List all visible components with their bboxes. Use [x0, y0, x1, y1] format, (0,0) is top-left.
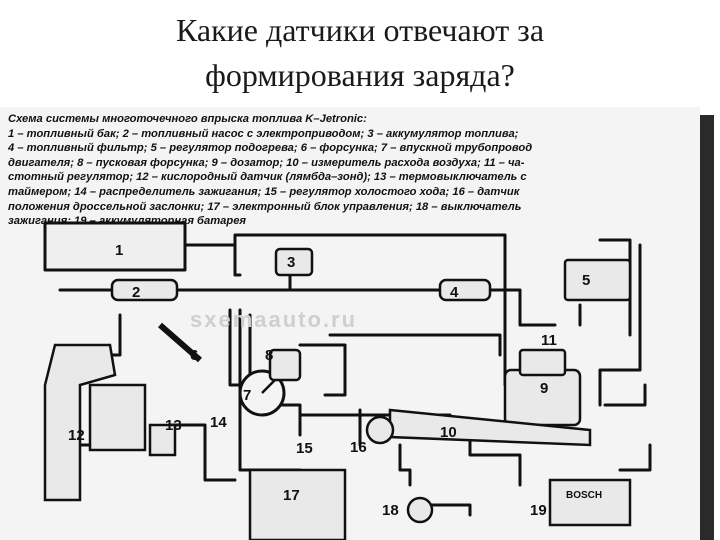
label-12: 12 — [68, 427, 85, 444]
title-line-2: формирования заряда? — [205, 57, 515, 93]
caption-line: положения дроссельной заслонки; 17 – эле… — [8, 200, 522, 213]
diagram-caption: Схема системы многоточечного впрыска топ… — [8, 112, 692, 229]
label-4: 4 — [450, 284, 459, 301]
title-line-1: Какие датчики отвечают за — [175, 12, 545, 48]
label-10: 10 — [440, 424, 457, 441]
label-16: 16 — [350, 439, 367, 456]
label-18: 18 — [382, 502, 399, 519]
watermark-text: sxemaauto.ru — [190, 307, 357, 332]
fuel-injection-schematic: sxemaauto.ru 1 2 3 4 5 6 7 8 9 10 11 12 … — [43, 221, 652, 540]
label-9: 9 — [540, 380, 548, 397]
label-11: 11 — [541, 332, 557, 349]
label-14: 14 — [210, 414, 227, 431]
caption-line: таймером; 14 – распределитель зажигания;… — [8, 185, 520, 198]
label-1: 1 — [115, 242, 123, 259]
label-5: 5 — [582, 272, 590, 289]
caption-line: 1 – топливный бак; 2 – топливный насос с… — [8, 127, 519, 140]
figure-shadow — [700, 115, 714, 540]
caption-heading: Схема системы многоточечного впрыска топ… — [8, 113, 367, 125]
label-6: 6 — [190, 347, 198, 364]
label-15: 15 — [296, 440, 313, 457]
label-19: 19 — [530, 502, 547, 519]
label-2: 2 — [132, 284, 140, 301]
label-3: 3 — [287, 254, 295, 271]
label-7: 7 — [243, 387, 251, 404]
battery-brand: BOSCH — [566, 490, 602, 501]
slide-title: Какие датчики отвечают за формирования з… — [0, 8, 720, 98]
caption-line: 4 – топливный фильтр; 5 – регулятор подо… — [8, 142, 533, 155]
label-17: 17 — [283, 487, 300, 504]
caption-line: двигателя; 8 – пусковая форсунка; 9 – до… — [8, 156, 525, 169]
label-13: 13 — [165, 417, 182, 434]
label-8: 8 — [265, 347, 273, 364]
caption-line: стотный регулятор; 12 – кислородный датч… — [8, 171, 527, 184]
diagram-figure — [0, 107, 700, 540]
